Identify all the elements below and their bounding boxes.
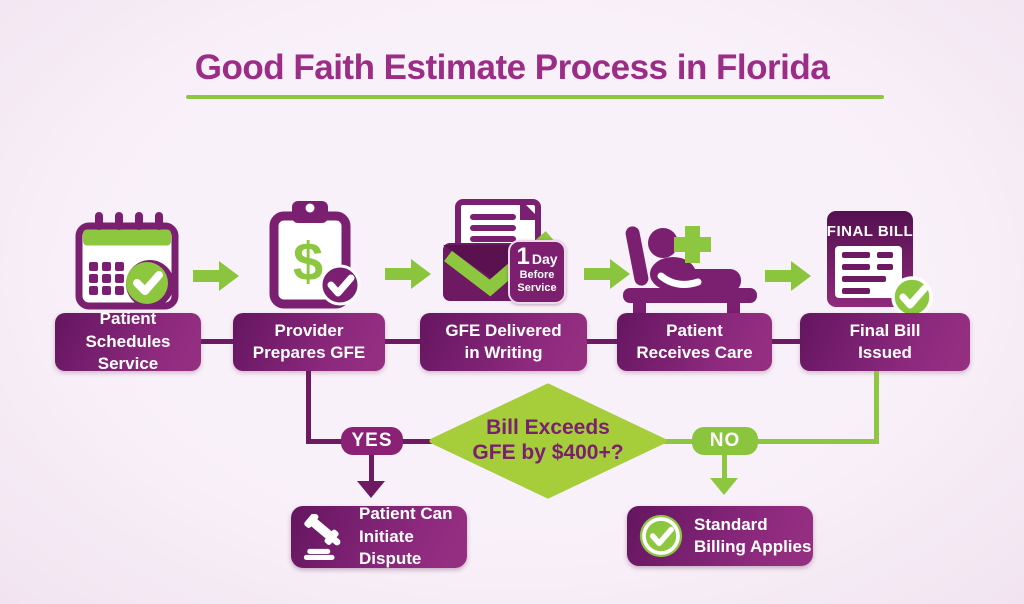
step-box-final-bill: Final Bill Issued [800, 313, 970, 371]
step-label-line2: in Writing [464, 343, 543, 362]
decision-text: Bill Exceeds GFE by $400+? [472, 416, 624, 464]
connector-line [758, 439, 879, 444]
badge-number: 1 [516, 243, 530, 270]
step-label-line2: Issued [858, 343, 912, 362]
flow-arrow-icon [385, 259, 431, 289]
down-arrow-icon [710, 478, 738, 495]
timing-badge: 1 Day Before Service [508, 240, 566, 304]
connector-line [663, 439, 693, 444]
gavel-icon [303, 514, 341, 560]
connector-line [722, 455, 727, 479]
title-underline [186, 95, 884, 99]
connector-line [201, 339, 233, 344]
patient-bed-icon [623, 226, 757, 313]
step-label-line2: Prepares GFE [252, 343, 366, 362]
step-label-line1: Patient [99, 309, 157, 329]
no-pill: NO [692, 427, 758, 455]
dispute-label: Patient Can Initiate Dispute [359, 504, 453, 569]
step-label-line2: Schedules Service [85, 331, 171, 374]
step-box-patient-receives: Patient Receives Care [617, 313, 772, 371]
step-label-line2: Receives Care [636, 343, 753, 362]
connector-line [772, 339, 800, 344]
connector-line [587, 339, 617, 344]
plus-icon [674, 226, 711, 263]
step-box-patient-schedules: Patient Schedules Service [55, 309, 201, 373]
connector-line [306, 371, 311, 443]
svg-text:$: $ [293, 232, 323, 292]
connector-line [403, 439, 433, 444]
check-circle-icon [639, 514, 683, 558]
final-bill-icon: FINAL BILL [827, 211, 933, 318]
connector-line [369, 455, 374, 482]
connector-line [306, 439, 342, 444]
decision-diamond [429, 383, 667, 499]
badge-line2: Before [519, 269, 555, 281]
standard-billing-label: Standard Billing Applies [694, 514, 812, 556]
dispute-box: Patient Can Initiate Dispute [291, 504, 467, 569]
down-arrow-icon [357, 481, 385, 498]
flow-arrow-icon [193, 261, 239, 291]
step-box-gfe-delivered: GFE Delivered in Writing [420, 313, 587, 371]
flow-arrow-icon [584, 259, 630, 289]
badge-unit: Day [531, 251, 558, 267]
final-bill-label: FINAL BILL [827, 223, 913, 240]
standard-billing-box: Standard Billing Applies [627, 506, 813, 566]
step-label-line1: GFE Delivered [445, 320, 562, 340]
step-label-line1: Patient [666, 320, 723, 340]
clipboard-dollar-icon: $ [269, 201, 361, 309]
step-label-line1: Final Bill [849, 320, 921, 340]
connector-line [874, 371, 879, 443]
step-box-provider-prepares: Provider Prepares GFE [233, 313, 385, 371]
step-label-line1: Provider [274, 320, 344, 340]
flow-arrow-icon [765, 261, 811, 291]
calendar-check-icon [75, 212, 179, 310]
yes-pill: YES [341, 427, 403, 455]
badge-line3: Service [517, 281, 557, 294]
connector-line [385, 339, 420, 344]
page-title: Good Faith Estimate Process in Florida [194, 48, 830, 87]
